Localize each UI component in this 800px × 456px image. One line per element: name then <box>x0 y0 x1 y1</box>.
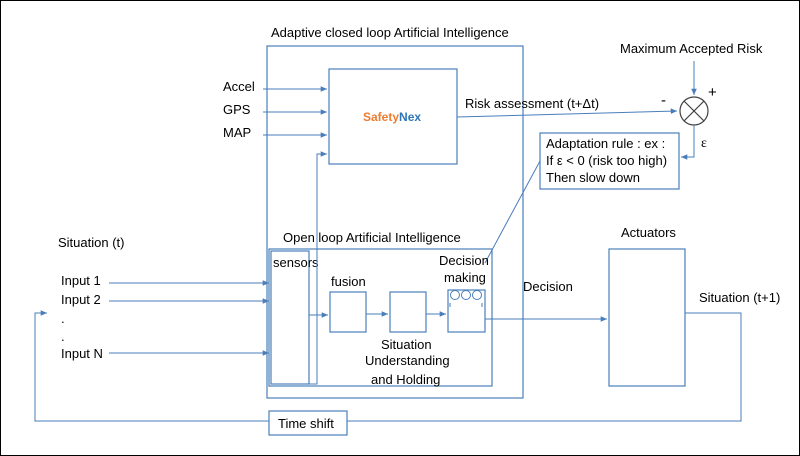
understanding-line-2: Understanding <box>365 353 450 368</box>
decision-gears-icon <box>449 290 483 307</box>
understanding-line-1: Situation <box>381 337 432 352</box>
input-map-label: MAP <box>223 125 251 140</box>
epsilon-label: ε <box>701 136 707 151</box>
sensors-box <box>270 250 310 385</box>
feedback-line-left <box>34 310 269 422</box>
adaptive-ai-box <box>266 45 524 399</box>
input-n-label: Input N <box>61 346 103 361</box>
adaptation-rule-line-2: If ε < 0 (risk too high) <box>546 153 667 168</box>
decision-making-line-1: Decision <box>439 253 489 268</box>
epsilon-arrow <box>681 125 695 160</box>
adaptation-rule-line-1: Adaptation rule : ex : <box>546 136 665 151</box>
adaptation-link-line <box>484 160 541 264</box>
open-loop-title: Open loop Artificial Intelligence <box>283 230 461 245</box>
sensors-label: sensors <box>273 255 319 270</box>
actuators-box <box>608 248 686 387</box>
risk-assessment-label: Risk assessment (t+Δt) <box>465 96 599 111</box>
sensors-to-safetynex-line <box>309 151 327 385</box>
time-shift-box <box>268 410 348 436</box>
risk-arrow <box>456 108 678 118</box>
situation-t-label: Situation (t) <box>58 235 124 250</box>
input-accel-label: Accel <box>223 79 255 94</box>
decision-making-line-2: making <box>444 270 486 285</box>
feedback-line-right <box>347 312 742 422</box>
understanding-box <box>389 291 427 333</box>
input-2-label: Input 2 <box>61 292 101 307</box>
situation-t1-label: Situation (t+1) <box>699 290 780 305</box>
decision-making-box <box>447 289 486 333</box>
input-1-label: Input 1 <box>61 273 101 288</box>
fusion-label: fusion <box>331 274 366 289</box>
actuators-label: Actuators <box>621 225 676 240</box>
understanding-line-3: and Holding <box>371 372 440 387</box>
decision-label: Decision <box>523 279 573 294</box>
adaptation-rule-line-3: Then slow down <box>546 170 640 185</box>
input-gps-label: GPS <box>223 102 251 117</box>
safetynex-logo: SafetyNex <box>363 110 421 124</box>
input-dot-2: . <box>61 329 65 344</box>
plus-sign: + <box>708 84 717 101</box>
adaptation-rule-box <box>539 132 680 190</box>
comparator-cross-2 <box>683 100 705 122</box>
minus-sign: - <box>661 92 666 109</box>
open-loop-box <box>268 248 493 387</box>
time-shift-label: Time shift <box>278 416 334 431</box>
fusion-box <box>329 291 367 333</box>
adaptive-ai-title: Adaptive closed loop Artificial Intellig… <box>271 25 509 40</box>
max-risk-label: Maximum Accepted Risk <box>620 41 763 56</box>
input-dot-1: . <box>61 311 65 326</box>
